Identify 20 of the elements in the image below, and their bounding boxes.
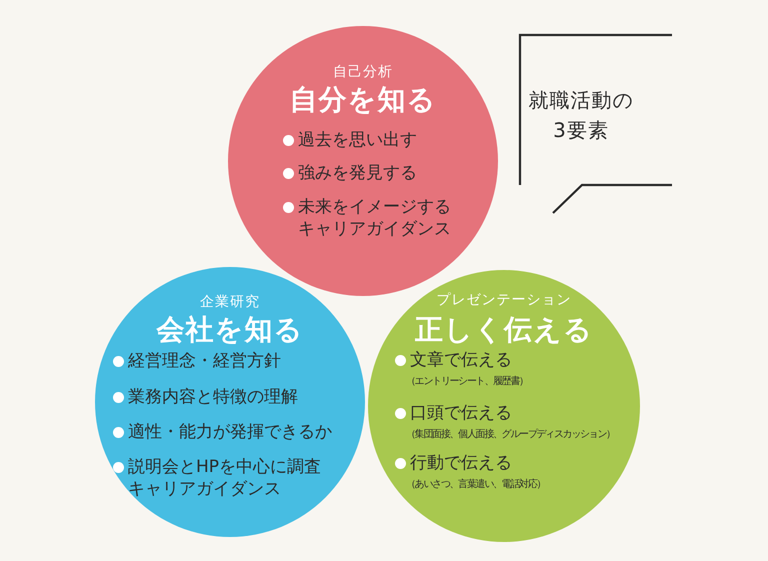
list-item-text: 強みを発見する [298,162,417,184]
list-item-text: 経営理念・経営方針 [128,350,281,372]
bubble-text: 就職活動の3要素 [528,87,634,144]
list-item-text: 文章で伝える [410,349,512,371]
note-text: （あいさつ、言葉遣い、電話対応） [406,478,546,492]
note-text: （エントリーシート、履歴書） [406,374,528,389]
note-text: （集団面接、個人面接、グループディスカッション） [406,428,615,442]
list-item-text: 適性・能力が発揮できるか [128,421,332,443]
circle-heading: 会社を知る [156,313,304,347]
list-item-text: 業務内容と特徴の理解 [128,386,298,408]
list-item-text: 未来をイメージするキャリアガイダンス [298,196,452,240]
list-item-text: 口頭で伝える [410,402,512,424]
circle-subtitle: 自己分析 [333,63,393,81]
list-item-text: 行動で伝える [410,452,512,474]
circle-subtitle: プレゼンテーション [436,291,572,309]
circle-heading: 自分を知る [290,83,436,117]
circle-heading: 正しく伝える [415,313,593,347]
list-item-text: 説明会とHPを中心に調査キャリアガイダンス [128,456,322,500]
list-item-text: 過去を思い出す [298,129,417,151]
circle-subtitle: 企業研究 [200,293,260,311]
